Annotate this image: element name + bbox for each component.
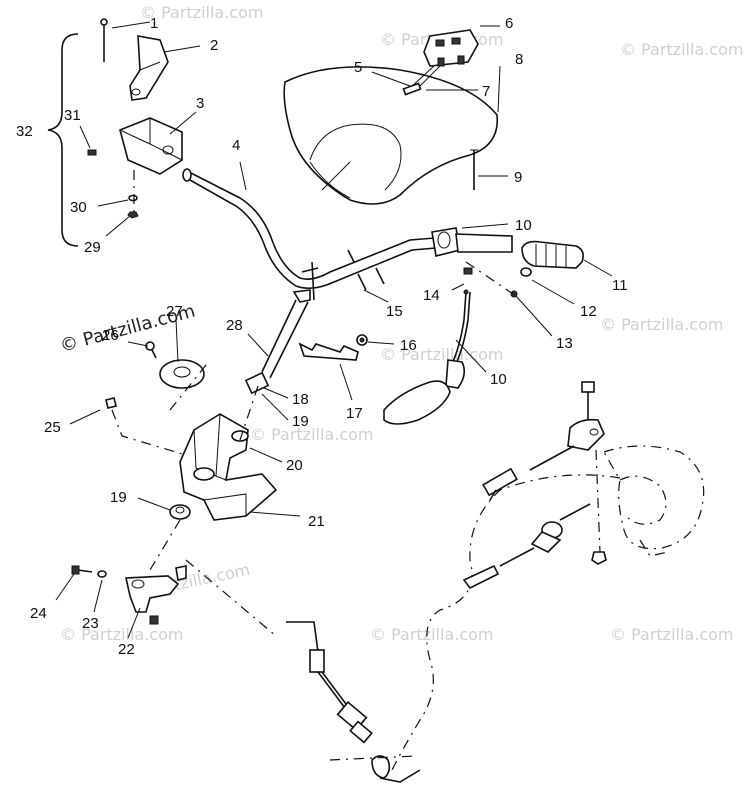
part-label-7: 7 — [482, 83, 490, 100]
part-25-nut — [105, 397, 197, 459]
part-28-steering-post — [244, 261, 319, 395]
parts-29-31-hardware — [87, 149, 139, 219]
watermark-text: © Partzilla.com — [370, 625, 493, 644]
brake-housing-phantom — [603, 445, 705, 557]
part-label-18: 18 — [292, 391, 309, 408]
part-label-10-upper: 10 — [515, 217, 532, 234]
part-19-bushing — [169, 504, 191, 520]
part-label-21: 21 — [308, 513, 325, 530]
part-label-20: 20 — [286, 457, 303, 474]
part-label-28: 28 — [226, 317, 243, 334]
part-label-15: 15 — [386, 303, 403, 320]
part-6-switch-box — [402, 29, 479, 96]
watermark-text: © Partzilla.com — [380, 345, 503, 364]
parts-12-14-hardware — [463, 261, 532, 298]
part-20-21-support-bracket — [179, 385, 278, 521]
part-label-3: 3 — [196, 95, 204, 112]
leader-lines — [55, 21, 613, 639]
watermark-text: © Partzilla.com — [620, 40, 743, 59]
watermark-text: © Partzilla.com — [600, 315, 723, 334]
part-2-bracket — [129, 35, 169, 101]
part-9-screw — [470, 149, 478, 190]
part-label-8: 8 — [515, 51, 523, 68]
part-11-grip — [521, 240, 584, 269]
part-label-29: 29 — [84, 239, 101, 256]
part-label-27: 27 — [166, 303, 183, 320]
part-label-1: 1 — [150, 15, 158, 32]
part-label-6: 6 — [505, 15, 513, 32]
part-label-23: 23 — [82, 615, 99, 632]
part-label-5: 5 — [354, 59, 362, 76]
cable-routing — [391, 474, 621, 771]
part-label-30: 30 — [70, 199, 87, 216]
part-label-13: 13 — [556, 335, 573, 352]
part-17-retainer — [298, 334, 368, 361]
part-label-12: 12 — [580, 303, 597, 320]
part-label-19-lower: 19 — [110, 489, 127, 506]
part-1-pin — [100, 18, 108, 62]
watermark-text: © Partzilla.com — [140, 3, 263, 22]
group-bracket-32 — [47, 33, 79, 247]
part-label-11: 11 — [612, 277, 628, 294]
part-27-bearing-flange — [145, 341, 205, 389]
watermark-text: © Partzilla.com — [60, 625, 183, 644]
part-label-31: 31 — [64, 107, 81, 124]
part-label-24: 24 — [30, 605, 47, 622]
brake-linkage — [462, 381, 607, 590]
part-15-cable-ties — [347, 249, 385, 291]
part-labels: 1 2 3 4 5 6 7 8 9 10 10 11 12 13 14 15 1… — [16, 15, 628, 658]
part-label-10-lower: 10 — [490, 371, 507, 388]
centerlines — [149, 359, 277, 637]
part-8-handlebar-pad — [283, 66, 499, 205]
part-label-17: 17 — [346, 405, 363, 422]
part-label-25: 25 — [44, 419, 61, 436]
watermark-text: © Partzilla.com — [610, 625, 733, 644]
group-label-32: 32 — [16, 123, 33, 140]
watermark-text: © Partzilla.com — [250, 425, 373, 444]
control-cable-lower — [286, 621, 421, 783]
part-label-9: 9 — [514, 169, 522, 186]
part-label-14: 14 — [423, 287, 440, 304]
part-3-clamp-block — [119, 117, 183, 175]
part-label-19-upper: 19 — [292, 413, 309, 430]
part-4-handlebar — [182, 168, 513, 290]
part-22-steering-arm — [71, 565, 187, 625]
part-label-26: 26 — [102, 327, 119, 344]
part-label-2: 2 — [210, 37, 218, 54]
part-10-wiring-harness — [383, 289, 471, 425]
part-label-4: 4 — [232, 137, 240, 154]
part-label-16: 16 — [400, 337, 417, 354]
part-label-22: 22 — [118, 641, 135, 658]
